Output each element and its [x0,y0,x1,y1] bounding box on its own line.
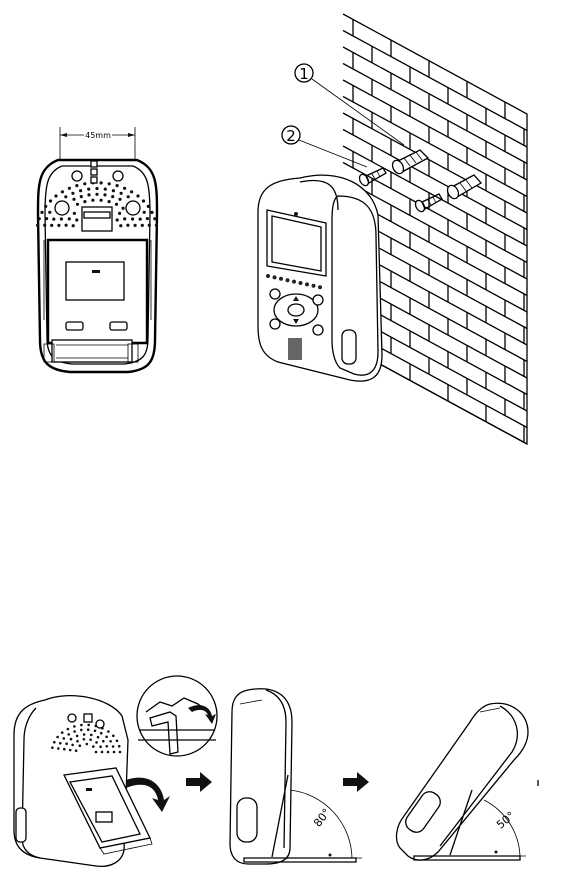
callout-label-2: 2 [286,127,296,145]
hanging-hole-right [126,201,140,215]
side-grip [342,330,356,364]
button-left-bottom [270,319,280,329]
button-right-top [313,295,323,305]
side-grip [237,798,257,842]
stand-slot-left [66,322,83,330]
wall-mount-illustration: 1 2 [258,14,527,444]
monitor-front-view [258,175,382,381]
monitor-unfolding-stand [14,696,170,867]
hinge-detail-zoom [137,676,217,756]
hanging-hole-left [55,201,69,215]
button-left-top [270,289,280,299]
button-right-bottom [313,325,323,335]
next-step-arrow [186,772,212,792]
indicator-square [91,161,97,167]
stand-sequence: 80° 50° [14,676,538,866]
side-grip [16,808,26,842]
dimension-arrow-right [128,133,135,137]
monitor-back-view: 45mm [36,127,158,372]
monitor-stand-80: 80° [230,689,362,864]
dimension-label: 45mm [85,131,111,140]
stand-compartment [48,240,147,343]
wall-anchor-upper [390,150,428,176]
speaker-holes-front [288,338,302,360]
dimension-arrow-left [60,133,67,137]
monitor-stand-50: 50° [397,703,538,860]
camera-led [294,212,298,216]
callout-label-1: 1 [299,65,309,83]
stand-foot [52,340,132,362]
angle-label-50: 50° [494,809,517,831]
stand-hinge [82,207,112,231]
stand-slot-right [110,322,127,330]
label-plate [66,262,124,300]
angle-label-80: 80° [311,806,333,829]
zoom-rotate-arrow [188,705,216,724]
next-step-arrow [343,772,369,792]
